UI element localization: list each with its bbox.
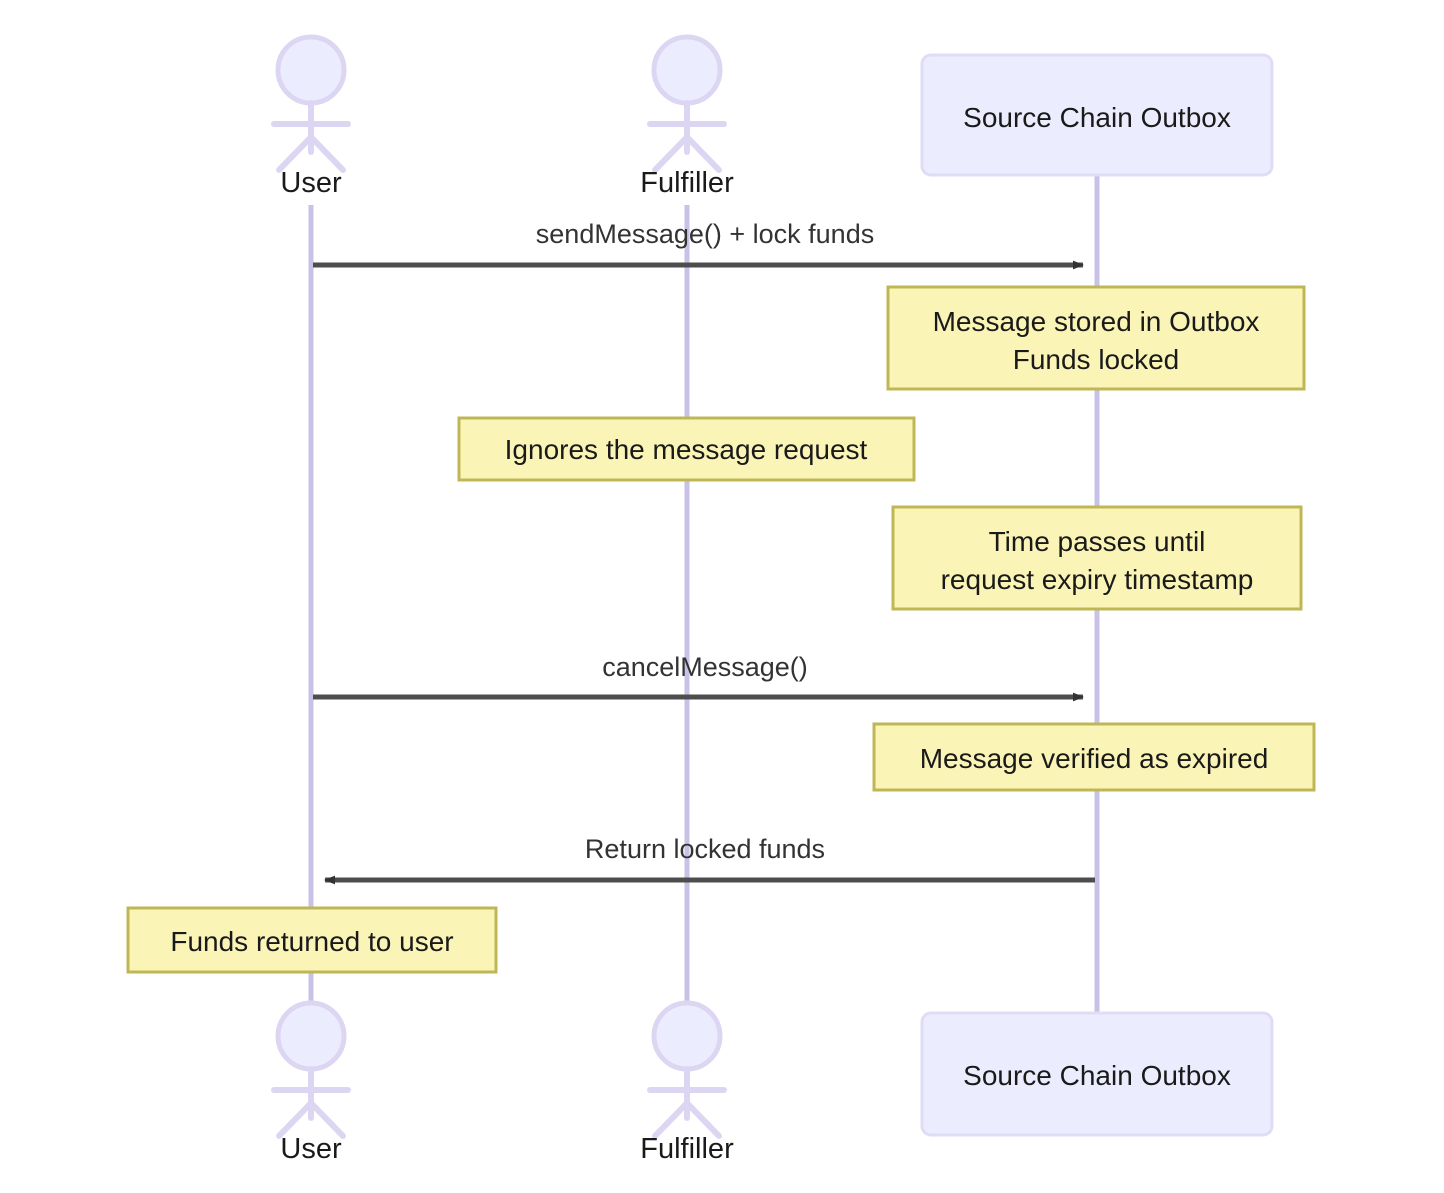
- note-time-passes: Time passes until request expiry timesta…: [891, 505, 1303, 611]
- actor-legs-icon: [276, 1098, 346, 1139]
- note-line-1: Funds returned to user: [170, 926, 453, 957]
- note-box-rect: [886, 285, 1306, 391]
- note-box-rect: [457, 416, 916, 482]
- note-box-rect: [872, 722, 1316, 792]
- participant-label-outbox-top: Source Chain Outbox: [963, 102, 1231, 133]
- actor-head-icon: [651, 1000, 723, 1072]
- note-line-2: request expiry timestamp: [941, 564, 1254, 595]
- message-label-return-locked-funds: Return locked funds: [585, 834, 825, 864]
- actor-legs-icon: [652, 132, 722, 173]
- note-funds-returned: Funds returned to user: [126, 906, 498, 974]
- actor-legs-icon: [652, 1098, 722, 1139]
- note-line-1: Message verified as expired: [920, 743, 1269, 774]
- note-line-2: Funds locked: [1013, 344, 1180, 375]
- note-line-1: Time passes until: [989, 526, 1206, 557]
- participant-box-rect: [920, 53, 1274, 177]
- note-line-1: Message stored in Outbox: [933, 306, 1260, 337]
- actor-user-top[interactable]: User: [271, 34, 351, 199]
- actor-head-icon: [651, 34, 723, 106]
- actor-label-fulfiller-bottom: Fulfiller: [640, 1133, 734, 1165]
- message-label-send-message: sendMessage() + lock funds: [536, 219, 874, 249]
- note-message-stored: Message stored in Outbox Funds locked: [886, 285, 1306, 391]
- actor-label-user-bottom: User: [280, 1133, 342, 1165]
- message-send-message: sendMessage() + lock funds: [313, 219, 1084, 270]
- actor-head-icon: [275, 34, 347, 106]
- actor-legs-icon: [276, 132, 346, 173]
- note-box-rect: [126, 906, 498, 974]
- message-label-cancel-message: cancelMessage(): [602, 652, 808, 682]
- participant-outbox-bottom[interactable]: Source Chain Outbox: [920, 1011, 1274, 1137]
- participant-outbox-top[interactable]: Source Chain Outbox: [920, 53, 1274, 177]
- message-return-locked-funds: Return locked funds: [324, 834, 1095, 885]
- actor-fulfiller-bottom[interactable]: Fulfiller: [640, 1000, 734, 1165]
- note-ignores-request: Ignores the message request: [457, 416, 916, 482]
- actor-user-bottom[interactable]: User: [271, 1000, 351, 1165]
- message-cancel-message: cancelMessage(): [313, 652, 1084, 702]
- actor-label-user-top: User: [280, 167, 342, 199]
- actor-label-fulfiller-top: Fulfiller: [640, 167, 734, 199]
- participant-label-outbox-bottom: Source Chain Outbox: [963, 1060, 1231, 1091]
- note-line-1: Ignores the message request: [505, 434, 868, 465]
- actor-fulfiller-top[interactable]: Fulfiller: [640, 34, 734, 199]
- participant-box-rect: [920, 1011, 1274, 1137]
- note-box-rect: [891, 505, 1303, 611]
- actor-head-icon: [275, 1000, 347, 1072]
- note-message-expired: Message verified as expired: [872, 722, 1316, 792]
